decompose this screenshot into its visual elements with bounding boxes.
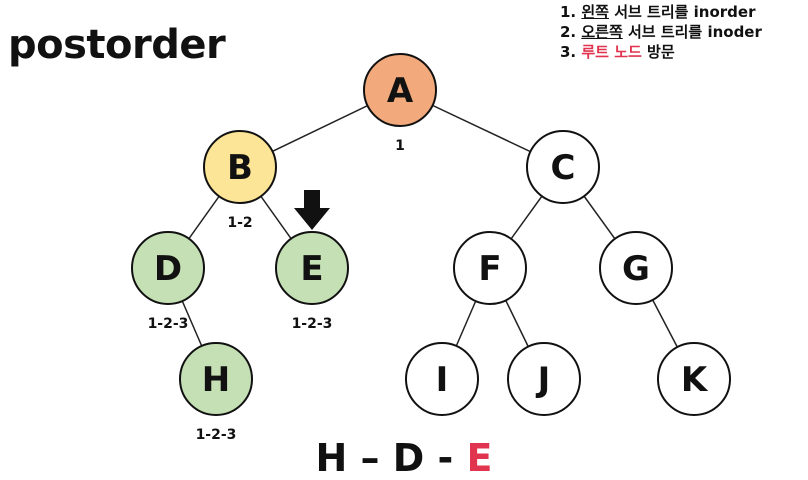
node-seq-B: 1-2 xyxy=(227,215,252,231)
tree-node-H: H 1-2-3 xyxy=(179,342,253,443)
node-circle-I xyxy=(405,342,479,416)
step-2-number: 2. xyxy=(560,23,577,41)
node-label-H: H xyxy=(202,360,230,400)
down-arrow-icon xyxy=(294,190,330,230)
node-circle-J xyxy=(507,342,581,416)
tree-node-A: A1 xyxy=(363,53,437,154)
node-seq-A: 1 xyxy=(395,138,405,154)
node-seq-E: 1-2-3 xyxy=(292,316,333,332)
step-2-underlined: 오른쪽 xyxy=(581,23,623,41)
node-label-C: C xyxy=(551,148,576,188)
node-label-D: D xyxy=(154,249,182,289)
node-seq-D: 1-2-3 xyxy=(148,316,189,332)
node-label-K: K xyxy=(681,360,709,400)
node-circle-E xyxy=(275,231,349,305)
result-last-node: E xyxy=(466,436,493,480)
tree-node-B: B 1-2 xyxy=(203,130,277,231)
step-3: 3. 루트 노드 방문 xyxy=(560,42,762,62)
node-label-E: E xyxy=(300,249,323,289)
tree-node-I: I xyxy=(405,342,479,416)
node-circle-F xyxy=(453,231,527,305)
page-title: postorder xyxy=(8,22,226,68)
step-3-text: 방문 xyxy=(641,43,675,61)
tree-node-C: C xyxy=(526,130,600,204)
step-1-number: 1. xyxy=(560,3,577,21)
tree-node-J: J xyxy=(507,342,581,416)
current-node-pointer xyxy=(294,190,330,230)
step-1-text: 서브 트리를 inorder xyxy=(608,3,756,21)
tree-node-G: G xyxy=(599,231,673,305)
node-seq-H: 1-2-3 xyxy=(196,427,237,443)
node-circle-D xyxy=(131,231,205,305)
step-1: 1. 왼쪽 서브 트리를 inorder xyxy=(560,2,762,22)
node-label-B: B xyxy=(227,148,253,188)
traversal-steps: 1. 왼쪽 서브 트리를 inorder 2. 오른쪽 서브 트리를 inode… xyxy=(560,2,762,62)
tree-node-E: E 1-2-3 xyxy=(275,231,349,332)
tree-node-F: F xyxy=(453,231,527,305)
node-label-A: A xyxy=(387,71,414,111)
node-label-F: F xyxy=(478,249,501,289)
step-2: 2. 오른쪽 서브 트리를 inoder xyxy=(560,22,762,42)
tree-node-K: K xyxy=(657,342,731,416)
tree-node-D: D 1-2-3 xyxy=(131,231,205,332)
node-circle-K xyxy=(657,342,731,416)
step-3-highlight: 루트 노드 xyxy=(581,43,642,61)
step-1-underlined: 왼쪽 xyxy=(581,3,609,21)
node-circle-B xyxy=(203,130,277,204)
node-circle-A xyxy=(363,53,437,127)
node-circle-G xyxy=(599,231,673,305)
node-circle-C xyxy=(526,130,600,204)
node-label-J: J xyxy=(536,360,551,400)
node-label-G: G xyxy=(622,249,650,289)
result-sequence: H – D - xyxy=(315,436,467,480)
step-3-number: 3. xyxy=(560,43,577,61)
node-label-I: I xyxy=(436,360,449,400)
node-circle-H xyxy=(179,342,253,416)
step-2-text: 서브 트리를 inoder xyxy=(622,23,762,41)
traversal-result: H – D - E xyxy=(0,436,808,480)
